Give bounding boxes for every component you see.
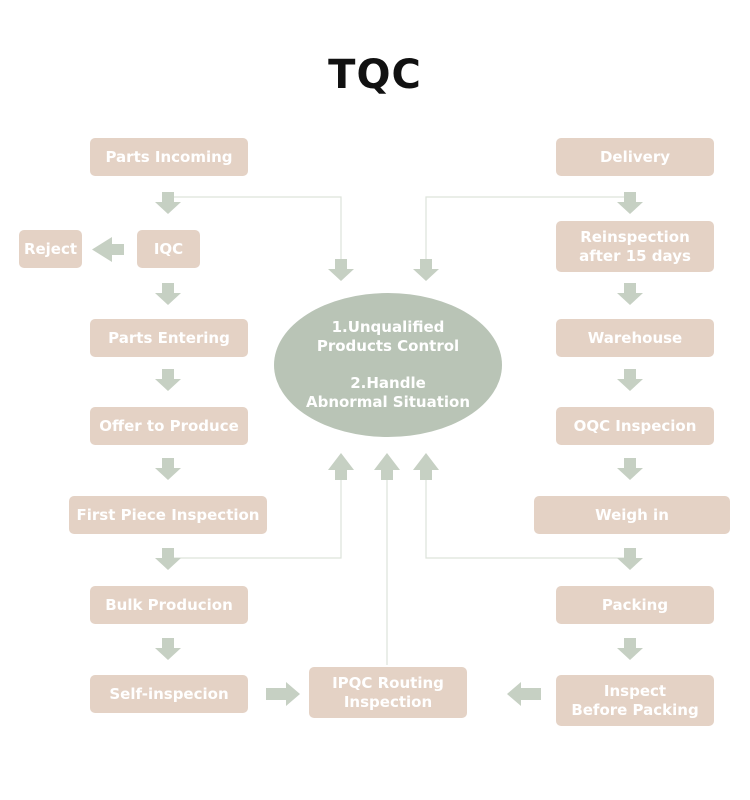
oqc-inspection-box: OQC Inspecion <box>556 407 714 445</box>
oqc-inspection-label: OQC Inspecion <box>573 416 697 435</box>
delivery-box: Delivery <box>556 138 714 176</box>
packing-box: Packing <box>556 586 714 624</box>
arrow-left-icon <box>507 682 541 706</box>
parts-entering-box: Parts Entering <box>90 319 248 357</box>
center-label-line4: Abnormal Situation <box>305 393 471 411</box>
arrow-down-icon <box>617 458 643 480</box>
arrow-up-icon <box>413 453 439 480</box>
first-piece-inspection-box: First Piece Inspection <box>69 496 267 534</box>
arrow-down-icon <box>617 369 643 391</box>
connector-parts-to-center <box>168 196 342 260</box>
weigh-in-box: Weigh in <box>534 496 730 534</box>
iqc-box: IQC <box>137 230 200 268</box>
arrow-down-icon <box>155 192 181 214</box>
packing-label: Packing <box>601 595 669 614</box>
bulk-production-label: Bulk Producion <box>105 595 233 614</box>
self-inspection-box: Self-inspecion <box>90 675 248 713</box>
reject-label: Reject <box>23 239 78 258</box>
offer-to-produce-box: Offer to Produce <box>90 407 248 445</box>
connector-weigh-to-center <box>425 478 630 559</box>
reject-box: Reject <box>19 230 82 268</box>
warehouse-box: Warehouse <box>556 319 714 357</box>
quality-control-ellipse: 1.Unqualified Products Control 2.Handle … <box>274 293 502 437</box>
arrow-down-icon <box>413 259 439 281</box>
inspect-before-packing-box: Inspect Before Packing <box>556 675 714 726</box>
ipqc-label-line2: Inspection <box>343 692 433 711</box>
center-label-line2: Products Control <box>316 337 460 355</box>
arrow-down-icon <box>155 283 181 305</box>
offer-to-produce-label: Offer to Produce <box>99 416 239 435</box>
arrow-down-icon <box>155 369 181 391</box>
arrow-down-icon <box>617 548 643 570</box>
arrow-right-icon <box>266 682 300 706</box>
bulk-production-box: Bulk Producion <box>90 586 248 624</box>
arrow-up-icon <box>328 453 354 480</box>
warehouse-label: Warehouse <box>587 328 683 347</box>
reinspection-box: Reinspection after 15 days <box>556 221 714 272</box>
delivery-label: Delivery <box>599 147 671 166</box>
arrow-left-icon <box>92 237 124 262</box>
page-title: TQC <box>328 52 422 98</box>
connector-firstpiece-to-center <box>168 478 342 559</box>
self-inspection-label: Self-inspecion <box>109 684 229 703</box>
arrow-down-icon <box>155 548 181 570</box>
reinspection-label-line2: after 15 days <box>579 246 691 265</box>
iqc-label: IQC <box>153 239 184 258</box>
arrow-down-icon <box>155 638 181 660</box>
arrow-down-icon <box>617 192 643 214</box>
arrow-down-icon <box>155 458 181 480</box>
inspect-label-line2: Before Packing <box>571 700 699 719</box>
parts-incoming-box: Parts Incoming <box>90 138 248 176</box>
arrow-down-icon <box>617 638 643 660</box>
inspect-label-line1: Inspect <box>603 681 667 700</box>
center-label-line3: 2.Handle <box>350 374 426 392</box>
arrow-down-icon <box>617 283 643 305</box>
arrow-down-icon <box>328 259 354 281</box>
connector-delivery-to-center <box>425 196 630 260</box>
arrow-up-icon <box>374 453 400 480</box>
center-label-line1: 1.Unqualified <box>331 318 445 336</box>
reinspection-label-line1: Reinspection <box>580 227 690 246</box>
ipqc-routing-inspection-box: IPQC Routing Inspection <box>309 667 467 718</box>
weigh-in-label: Weigh in <box>595 505 669 524</box>
parts-entering-label: Parts Entering <box>108 328 230 347</box>
ipqc-label-line1: IPQC Routing <box>332 673 444 692</box>
first-piece-inspection-label: First Piece Inspection <box>76 505 260 524</box>
parts-incoming-label: Parts Incoming <box>105 147 233 166</box>
